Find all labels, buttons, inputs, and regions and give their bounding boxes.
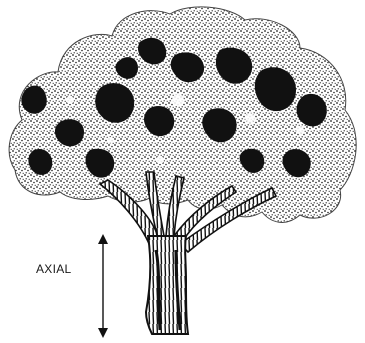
axial-arrow bbox=[98, 234, 108, 338]
axial-label: AXIAL bbox=[36, 262, 72, 276]
tree-crown bbox=[9, 7, 356, 223]
tree-trunk bbox=[146, 236, 188, 334]
